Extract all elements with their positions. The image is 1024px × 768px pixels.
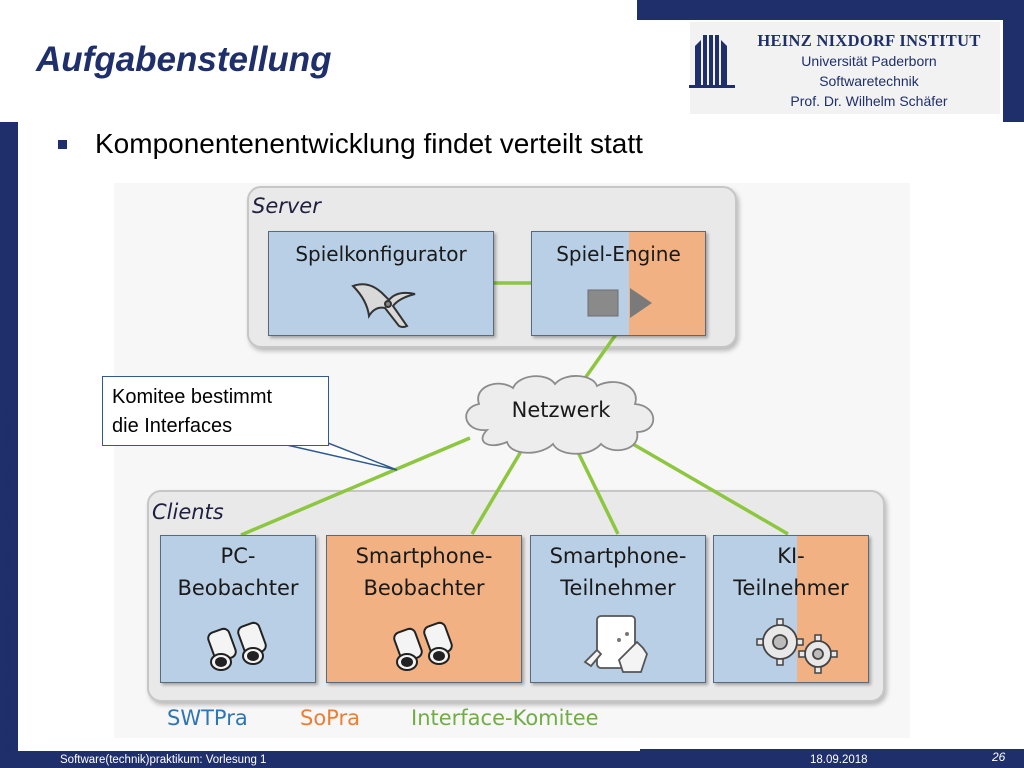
institute-logo-icon <box>689 35 735 88</box>
ki-teilnehmer-label-2: Teilnehmer <box>733 576 849 600</box>
gears-icon <box>756 618 838 674</box>
engine-network-connector <box>581 331 619 383</box>
pliers-icon <box>351 283 416 328</box>
ki-teilnehmer-box: KI- Teilnehmer <box>713 535 869 683</box>
server-label: Server <box>252 194 321 218</box>
pc-beobachter-box: PC- Beobachter <box>160 535 316 683</box>
clients-label: Clients <box>152 500 224 524</box>
institute-panel <box>690 22 1000 114</box>
header-side-bar <box>1003 0 1024 122</box>
footer-date: 18.09.2018 <box>810 754 868 766</box>
institute-name: HEINZ NIXDORF INSTITUT <box>757 31 981 50</box>
pc-beobachter-label-1: PC- <box>220 544 256 568</box>
callout-text: Komitee bestimmt die Interfaces <box>112 383 272 441</box>
legend-sopra: SoPra <box>300 706 360 730</box>
header-bar <box>637 0 1024 20</box>
footer-course: Software(technik)praktikum: Vorlesung 1 <box>60 754 267 766</box>
pc-beobachter-label-2: Beobachter <box>177 576 299 600</box>
left-bar <box>0 122 18 768</box>
network-cloud-icon <box>465 375 655 455</box>
network-ki-connector <box>625 438 789 536</box>
slide-title: Aufgabenstellung <box>36 40 332 79</box>
ki-teilnehmer-label-1: KI- <box>777 544 805 568</box>
network-pc-connector <box>240 436 471 537</box>
binoculars-icon <box>207 621 267 671</box>
binoculars-icon <box>393 621 453 671</box>
smartphone-teilnehmer-box: Smartphone- Teilnehmer <box>530 535 706 683</box>
institute-department: Softwaretechnik <box>819 73 919 89</box>
bullet-square-icon <box>58 140 67 149</box>
spiel-engine-label: Spiel-Engine <box>556 242 681 266</box>
smartphone-beobachter-box: Smartphone- Beobachter <box>326 535 522 683</box>
bullet-text: Komponentenentwicklung findet verteilt s… <box>95 128 643 159</box>
network-sp-teilnehmer-connector <box>575 449 620 535</box>
spiel-engine-box: Spiel-Engine <box>531 231 706 336</box>
sp-beobachter-label-1: Smartphone- <box>355 544 493 568</box>
institute-professor: Prof. Dr. Wilhelm Schäfer <box>790 93 948 109</box>
callout-box <box>102 376 329 446</box>
sp-teilnehmer-label-2: Teilnehmer <box>560 576 676 600</box>
spielkonfigurator-box: Spielkonfigurator <box>268 231 494 336</box>
footer-line <box>640 749 1024 751</box>
network-sp-beobachter-connector <box>470 447 525 535</box>
spielkonfigurator-label: Spielkonfigurator <box>295 242 467 266</box>
page-number: 26 <box>992 750 1006 764</box>
sp-beobachter-label-2: Beobachter <box>363 576 485 600</box>
institute-university: Universität Paderborn <box>801 53 937 69</box>
network-label: Netzwerk <box>511 398 611 422</box>
touch-tablet-icon <box>583 615 648 673</box>
play-icon <box>587 288 652 318</box>
legend-swtpra: SWTPra <box>167 706 248 730</box>
footer-bar <box>18 751 1024 768</box>
legend-interface-komitee: Interface-Komitee <box>411 706 599 730</box>
sp-teilnehmer-label-1: Smartphone- <box>549 544 687 568</box>
callout-line-1: Komitee bestimmt <box>112 386 273 408</box>
callout-line-2: die Interfaces <box>112 415 233 437</box>
